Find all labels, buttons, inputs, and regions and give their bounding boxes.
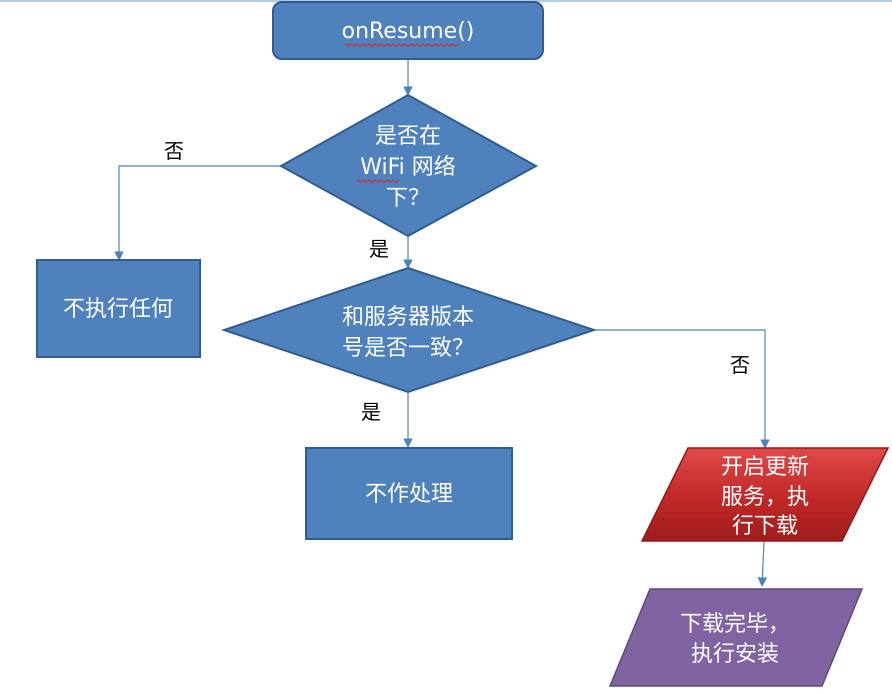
wifi-decision-line-1: 是否在 <box>375 124 441 149</box>
start-service-line-3: 行下载 <box>732 514 798 539</box>
edge-version-no <box>594 329 770 449</box>
start-node: onResume() <box>272 1 544 60</box>
no-action-node: 不执行任何 <box>36 259 201 358</box>
edge-label-wifi-yes: 是 <box>369 237 389 261</box>
edge-wifi-no <box>114 165 281 261</box>
version-decision-line-2: 号是否一致？ <box>342 336 474 361</box>
no-action-label: 不执行任何 <box>63 297 173 322</box>
start-service-line-2: 服务，执 <box>721 485 809 510</box>
install-node: 下载完毕， 执行安装 <box>608 588 864 687</box>
version-decision: 和服务器版本 号是否一致？ <box>220 266 598 394</box>
start-node-label: onResume() <box>342 19 475 44</box>
spellcheck-underline <box>356 179 400 183</box>
install-line-1: 下载完毕， <box>680 612 790 637</box>
edge-label-version-yes: 是 <box>361 400 381 424</box>
do-nothing-label: 不作处理 <box>365 482 453 507</box>
start-service-node: 开启更新 服务，执 行下载 <box>640 447 890 542</box>
edge-label-version-no: 否 <box>730 353 750 377</box>
install-line-2: 执行安装 <box>691 642 779 667</box>
edge-service-to-install <box>757 540 768 587</box>
do-nothing-node: 不作处理 <box>305 447 513 540</box>
edge-label-wifi-no: 否 <box>164 139 184 163</box>
wifi-decision: 是否在 WiFi 网络 下？ <box>278 93 539 238</box>
wifi-decision-line-2: WiFi 网络 <box>360 155 456 180</box>
spellcheck-underline <box>344 43 460 47</box>
version-decision-line-1: 和服务器版本 <box>342 305 474 330</box>
start-service-line-1: 开启更新 <box>721 455 809 480</box>
wifi-decision-line-3: 下？ <box>386 186 430 211</box>
